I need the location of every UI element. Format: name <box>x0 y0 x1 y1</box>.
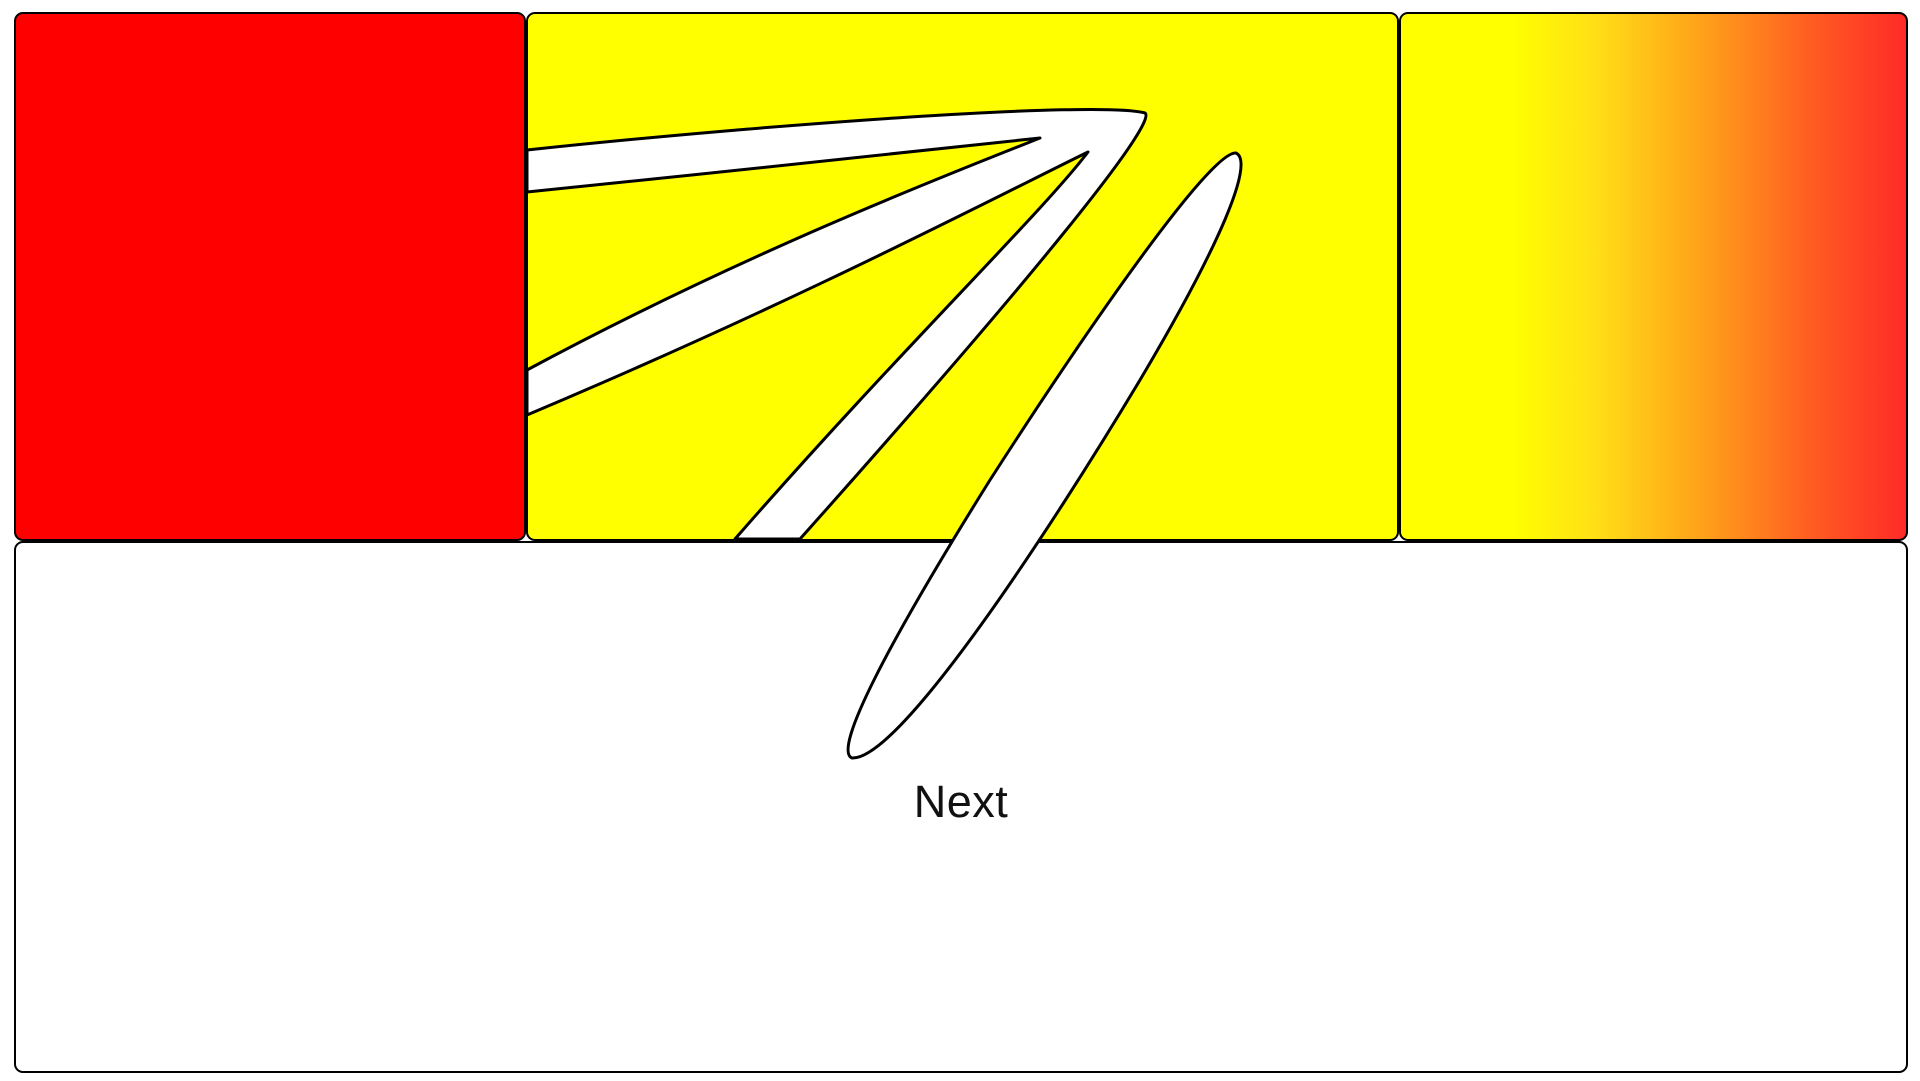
red-color-panel[interactable] <box>14 12 526 541</box>
next-button[interactable]: Next <box>14 541 1908 1073</box>
next-button-label: Next <box>913 776 1009 827</box>
gradient-color-panel[interactable] <box>1399 12 1908 541</box>
yellow-color-panel[interactable] <box>526 12 1399 541</box>
